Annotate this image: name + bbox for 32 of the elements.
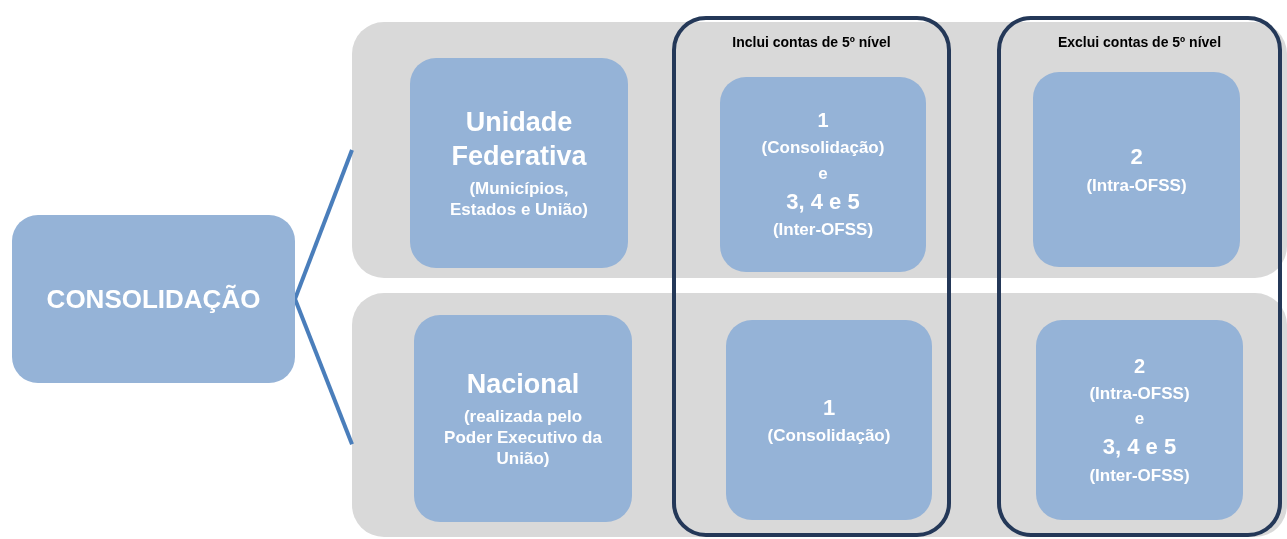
process-box (726, 320, 932, 520)
process-box (1036, 320, 1243, 520)
box-text: (Intra-OFSS) (1088, 382, 1191, 405)
box-title: 2 (1133, 353, 1146, 379)
process-box (720, 77, 926, 272)
process-box (414, 315, 632, 522)
box-title: 1 (817, 108, 829, 134)
box-text: (Consolidação) (760, 137, 886, 159)
process-box (410, 58, 628, 268)
box-text: (Inter-OFSS) (771, 219, 875, 241)
box-text: (Inter-OFSS) (1088, 464, 1191, 487)
box-text: (realizada pelo Poder Executivo da União) (443, 405, 603, 470)
process-box (1033, 72, 1240, 267)
box-text: (Consolidação) (766, 425, 892, 447)
box-text: 3, 4 e 5 (1101, 433, 1178, 461)
box-title: 2 (1130, 143, 1143, 171)
group-outline (672, 16, 951, 537)
box-title: Unidade Federativa (450, 106, 588, 173)
box-text: 3, 4 e 5 (785, 187, 861, 216)
connector-line (293, 298, 354, 445)
group-outline (997, 16, 1282, 537)
box-title: CONSOLIDAÇÃO (46, 282, 261, 316)
column-heading: Exclui contas de 5º nível (1057, 34, 1222, 52)
box-text: e (1133, 408, 1146, 430)
box-text: (Intra-OFSS) (1085, 174, 1188, 196)
process-box (12, 215, 295, 383)
box-text: e (817, 162, 829, 184)
column-heading: Inclui contas de 5º nível (732, 34, 891, 52)
box-title: Nacional (466, 367, 580, 401)
connector-line (293, 149, 354, 300)
box-title: 1 (822, 393, 836, 422)
box-text: (Municípios, Estados e União) (449, 177, 589, 220)
